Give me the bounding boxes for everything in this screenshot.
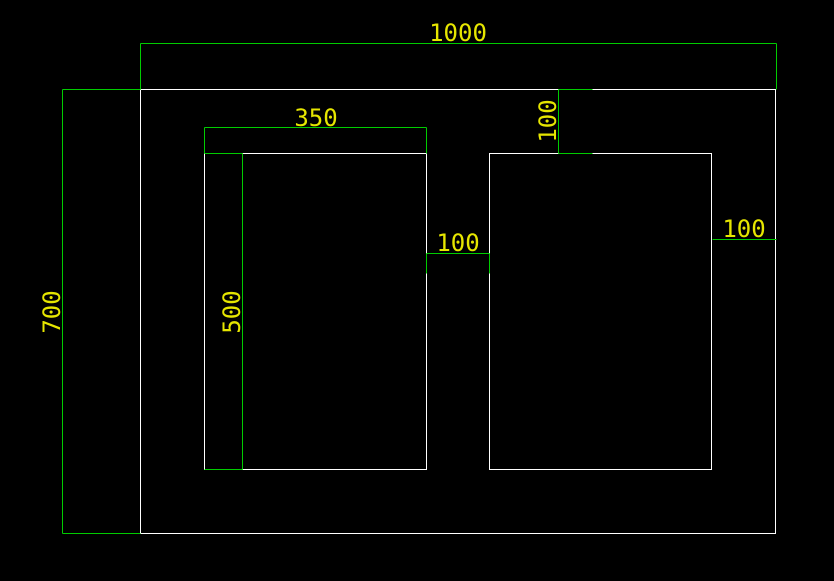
left-opening-width-dimension: 350 <box>204 104 427 154</box>
right-margin-label: 100 <box>722 215 765 243</box>
gap-label: 100 <box>436 229 479 257</box>
right-opening-outline <box>489 153 712 470</box>
left-opening-outline <box>204 153 427 470</box>
overall-width-dimension: 1000 <box>140 19 777 90</box>
overall-height-label: 700 <box>38 290 66 333</box>
top-margin-label: 100 <box>534 99 562 142</box>
outer-panel-outline <box>140 89 776 534</box>
gap-dimension: 100 <box>426 229 490 274</box>
left-opening-width-label: 350 <box>294 104 337 132</box>
top-margin-dimension: 100 <box>534 89 593 154</box>
left-opening-height-dimension: 500 <box>204 153 246 470</box>
left-opening-height-label: 500 <box>218 290 246 333</box>
overall-height-dimension: 700 <box>38 89 141 534</box>
overall-width-label: 1000 <box>429 19 487 47</box>
right-margin-dimension: 100 <box>712 215 777 243</box>
